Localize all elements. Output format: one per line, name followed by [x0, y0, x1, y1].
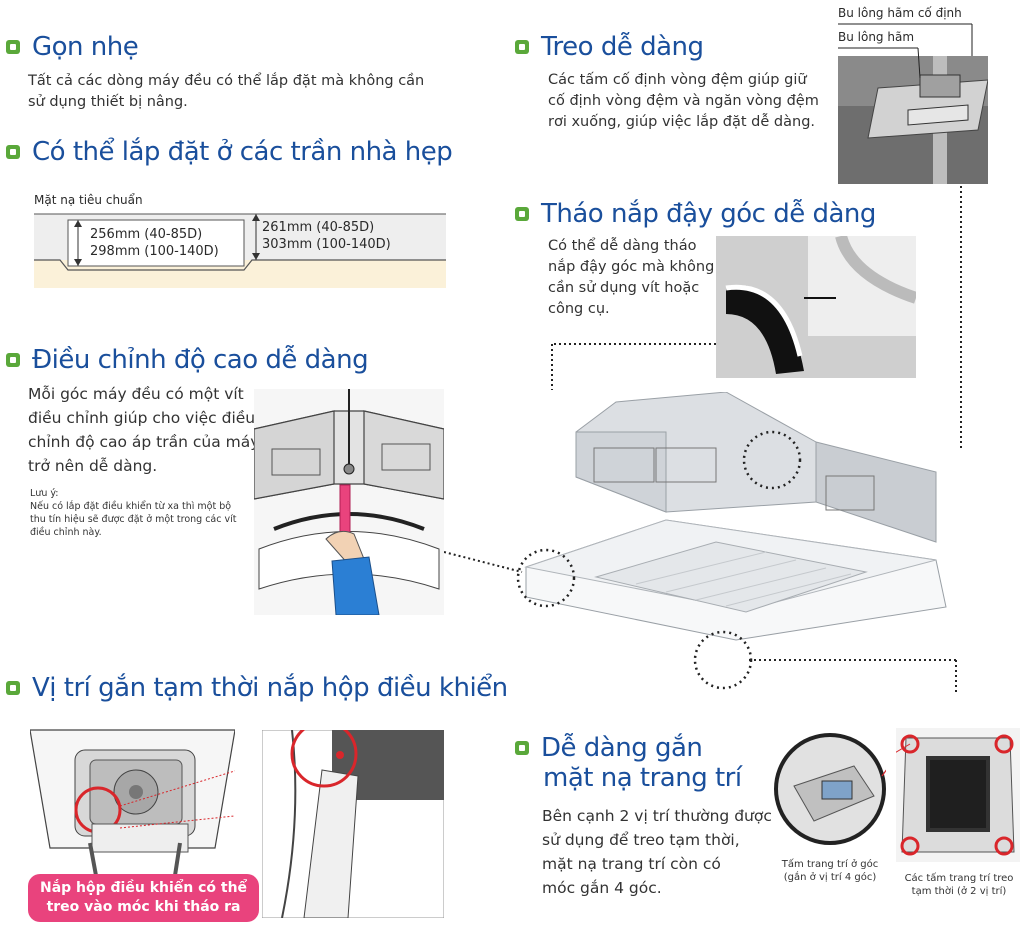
fixed-bolt-label: Bu lông hãm cố định: [838, 6, 962, 20]
height-desc-line: điều chỉnh giúp cho việc điều: [28, 409, 256, 427]
corner-desc-line: công cụ.: [548, 301, 610, 317]
easy-hang-desc-line: rơi xuống, giúp việc lắp đặt dễ dàng.: [548, 114, 816, 130]
heading-narrow-ceiling-text: Có thể lắp đặt ở các trần nhà hẹp: [32, 137, 453, 167]
decor-desc-line: móc gắn 4 góc.: [542, 879, 662, 897]
compact-desc-line: sử dụng thiết bị nâng.: [28, 94, 188, 110]
panel-top-caption: Các tấm trang trí treo tạm thời (ở 2 vị …: [898, 872, 1020, 898]
easy-hang-desc-line: cố định vòng đệm và ngăn vòng đệm: [548, 93, 819, 109]
heading-control-box-text: Vị trí gắn tạm thời nắp hộp điều khiển: [32, 673, 508, 703]
heading-corner-cover: Tháo nắp đậy góc dễ dàng: [515, 199, 876, 229]
control-box-hook-illustration: [262, 730, 444, 918]
compact-desc-line: Tất cả các dòng máy đều có thể lắp đặt m…: [28, 73, 425, 89]
height-adjust-illustration: [254, 389, 444, 615]
bullet-square-icon: [6, 40, 20, 54]
standard-panel-label: Mặt nạ tiêu chuẩn: [34, 193, 143, 207]
bullet-square-icon: [515, 207, 529, 221]
control-box-tag: Nắp hộp điều khiển có thể treo vào móc k…: [28, 874, 260, 922]
height-adjust-note: Lưu ý: Nếu có lắp đặt điều khiển từ xa t…: [30, 487, 236, 539]
heading-corner-cover-text: Tháo nắp đậy góc dễ dàng: [541, 199, 876, 229]
bullet-square-icon: [6, 681, 20, 695]
heading-easy-hang-text: Treo dễ dàng: [541, 32, 704, 62]
tag-line: treo vào móc khi tháo ra: [46, 899, 241, 915]
ceiling-diagram: [34, 213, 446, 288]
bolt-photo: [838, 23, 988, 184]
heading-decor-panel: Dễ dàng gắn: [515, 733, 703, 763]
heading-compact-text: Gọn nhẹ: [32, 32, 139, 62]
bullet-square-icon: [515, 40, 529, 54]
heading-narrow-ceiling: Có thể lắp đặt ở các trần nhà hẹp: [6, 137, 453, 167]
corner-desc-line: Có thể dễ dàng tháo: [548, 238, 697, 254]
caption-line: Tấm trang trí ở góc: [781, 859, 879, 870]
callout-dotted-line: [444, 551, 523, 573]
heading-easy-hang: Treo dễ dàng: [515, 32, 704, 62]
heading-decor-panel-line2: mặt nạ trang trí: [543, 763, 742, 793]
dimension-label: 303mm (100-140D): [262, 237, 391, 252]
note-line: Nếu có lắp đặt điều khiển từ xa thì một …: [30, 501, 232, 512]
heading-height-adjust-text: Điều chỉnh độ cao dễ dàng: [32, 345, 369, 375]
bullet-square-icon: [515, 741, 529, 755]
note-title: Lưu ý:: [30, 488, 59, 499]
easy-hang-description: Các tấm cố định vòng đệm giúp giữ cố địn…: [548, 70, 819, 133]
height-desc-line: trở nên dễ dàng.: [28, 457, 158, 475]
easy-hang-desc-line: Các tấm cố định vòng đệm giúp giữ: [548, 72, 807, 88]
corner-desc-line: cần sử dụng vít hoặc: [548, 280, 700, 296]
decor-desc-line: mặt nạ trang trí còn có: [542, 855, 721, 873]
panel-top-photo: [896, 728, 1020, 862]
heading-control-box: Vị trí gắn tạm thời nắp hộp điều khiển: [6, 673, 508, 703]
corner-desc-line: nắp đậy góc mà không: [548, 259, 715, 275]
caption-line: (gắn ở vị trí 4 góc): [783, 872, 877, 883]
corner-cover-description: Có thể dễ dàng tháo nắp đậy góc mà không…: [548, 236, 714, 320]
bullet-square-icon: [6, 145, 20, 159]
height-adjust-description: Mỗi góc máy đều có một vít điều chỉnh gi…: [28, 382, 259, 478]
height-desc-line: Mỗi góc máy đều có một vít: [28, 385, 244, 403]
corner-decor-caption: Tấm trang trí ở góc (gắn ở vị trí 4 góc): [774, 858, 886, 884]
corner-decor-photo: [774, 733, 886, 845]
corner-cover-photo: [716, 236, 916, 378]
decor-desc-line: sử dụng để treo tạm thời,: [542, 831, 740, 849]
control-box-illustration: [30, 729, 235, 908]
note-line: thu tín hiệu sẽ được đặt ở một trong các…: [30, 514, 237, 525]
dimension-label: 298mm (100-140D): [90, 244, 219, 259]
caption-line: Các tấm trang trí treo: [904, 873, 1014, 884]
caption-line: tạm thời (ở 2 vị trí): [911, 886, 1007, 897]
outer-dimensions: 261mm (40-85D) 303mm (100-140D): [262, 219, 391, 253]
bolt-label: Bu lông hãm: [838, 30, 915, 44]
callout-dotted-line: [960, 186, 962, 448]
decor-panel-description: Bên cạnh 2 vị trí thường được sử dụng để…: [542, 804, 772, 900]
inner-dimensions: 256mm (40-85D) 298mm (100-140D): [90, 226, 219, 260]
height-desc-line: chỉnh độ cao áp trần của máy: [28, 433, 260, 451]
callout-dotted-line: [551, 343, 716, 390]
dimension-label: 261mm (40-85D): [262, 220, 375, 235]
cassette-unit-image: [516, 392, 957, 692]
note-line: điều chỉnh này.: [30, 527, 102, 538]
heading-height-adjust: Điều chỉnh độ cao dễ dàng: [6, 345, 369, 375]
dimension-label: 256mm (40-85D): [90, 227, 203, 242]
heading-compact: Gọn nhẹ: [6, 32, 139, 62]
tag-line: Nắp hộp điều khiển có thể: [40, 880, 248, 896]
heading-decor-panel-text: Dễ dàng gắn: [541, 733, 703, 763]
bullet-square-icon: [6, 353, 20, 367]
decor-desc-line: Bên cạnh 2 vị trí thường được: [542, 807, 772, 825]
compact-description: Tất cả các dòng máy đều có thể lắp đặt m…: [28, 71, 424, 113]
